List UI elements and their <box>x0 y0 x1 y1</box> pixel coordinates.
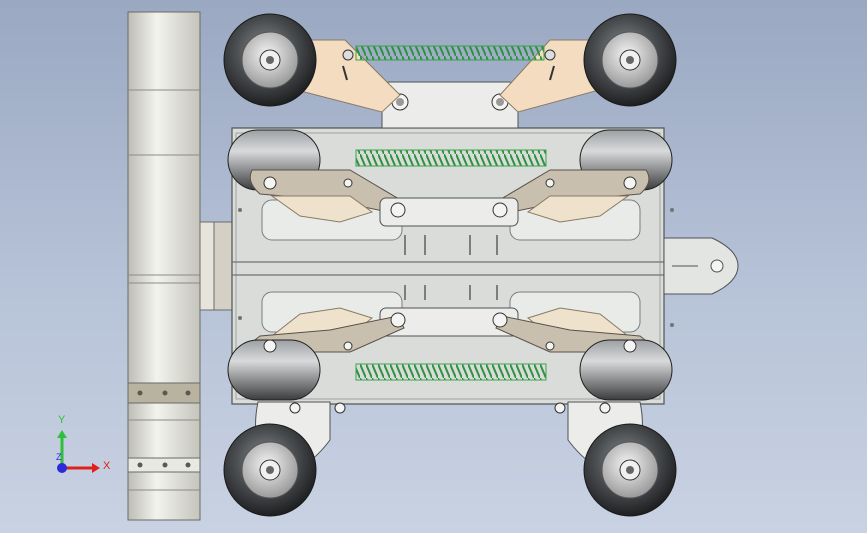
side-drum <box>127 11 201 521</box>
wheel-top-left <box>223 13 317 107</box>
mounting-tab <box>663 237 739 295</box>
z-axis-dot <box>57 463 67 473</box>
z-axis-label: Z <box>56 452 62 462</box>
upper-spring <box>355 149 547 167</box>
x-axis-arrowhead <box>92 463 100 473</box>
top-mount-plate <box>381 81 519 129</box>
x-axis-label: X <box>103 460 111 472</box>
plate-bolts <box>263 176 637 353</box>
top-spring <box>355 45 545 61</box>
coordinate-triad <box>57 430 100 473</box>
upper-inner-arms <box>249 169 650 227</box>
lower-spring <box>355 363 547 381</box>
wheel-bottom-right <box>583 423 677 517</box>
wheel-top-right <box>583 13 677 107</box>
lower-roller-left <box>227 339 321 401</box>
y-axis-arrowhead <box>57 430 67 438</box>
lower-roller-right <box>579 339 673 401</box>
wheel-bottom-left <box>223 423 317 517</box>
drive-hub <box>199 221 233 311</box>
y-axis-label: Y <box>58 414 66 426</box>
